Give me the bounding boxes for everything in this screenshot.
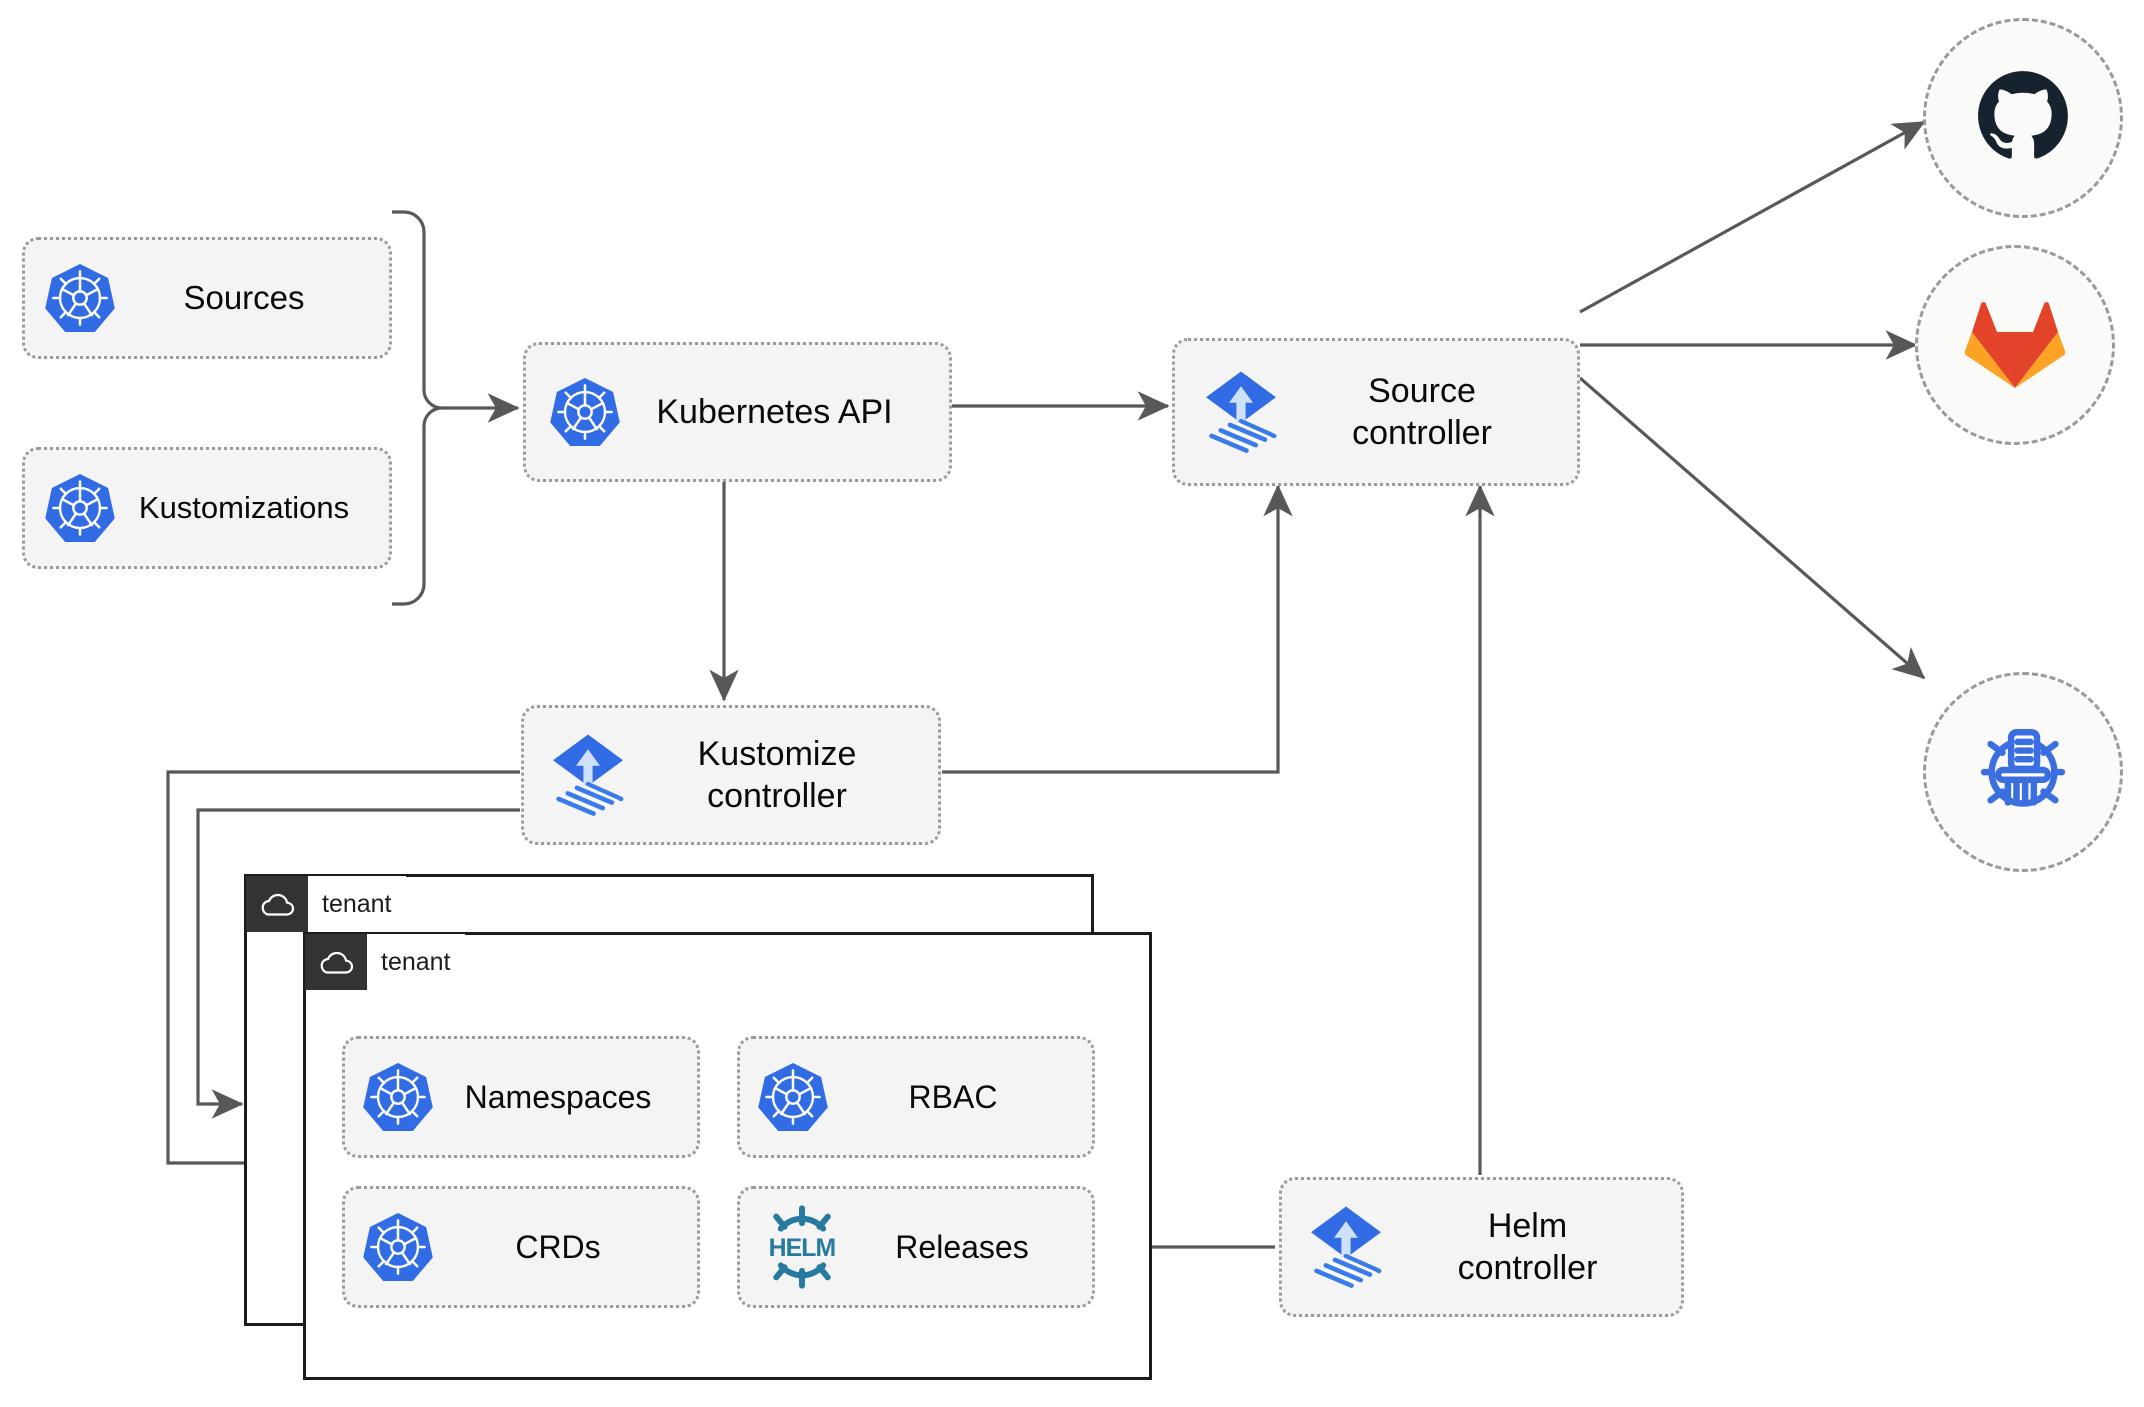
node-label-kustomize-controller: Kustomize controller [634,733,920,818]
kubernetes-icon [43,471,117,545]
kubernetes-icon [361,1210,435,1284]
tenant-item-label-namespaces: Namespaces [464,1079,652,1115]
flux-icon [1300,1201,1392,1293]
tenant-item-crds[interactable]: CRDs [342,1186,700,1308]
node-label-source-controller-line2: controller [1352,414,1492,452]
tenant-inner-label: tenant [381,947,451,976]
kubernetes-icon [756,1060,830,1134]
tenant-inner-tab: tenant [305,934,465,990]
svg-text:HELM: HELM [769,1235,836,1262]
node-label-source-controller-line1: Source [1368,371,1476,410]
edge-source-to-bucket [1578,376,1926,680]
tenant-item-rbac[interactable]: RBAC [737,1036,1095,1158]
edge-kustomize-to-tenant-outer [166,770,520,1178]
cloud-icon [246,876,308,932]
tenant-outer-tab: tenant [246,876,406,932]
tenant-item-releases[interactable]: HELM Releases [737,1186,1095,1308]
github-icon [1972,65,2074,172]
resource-box-kustomizations[interactable]: Kustomizations [22,447,392,569]
node-label-kubernetes-api: Kubernetes API [656,392,893,431]
edge-kustomize-to-source [942,484,1293,774]
gitlab-icon [1962,294,2068,397]
edge-source-to-github [1579,120,1926,314]
node-label-kustomize-controller-line1: Kustomize [697,734,857,773]
node-label-helm-controller-line2: controller [1457,1249,1598,1287]
resource-label-kustomizations: Kustomizations [138,489,350,525]
provider-gitlab[interactable] [1915,245,2115,445]
flux-icon [542,729,634,821]
tenant-item-namespaces[interactable]: Namespaces [342,1036,700,1158]
bucket-icon [1969,716,2077,829]
flux-icon [1195,366,1287,458]
edge-kustomize-to-tenant-inner [196,808,520,1119]
node-label-helm-controller-line1: Helm [1487,1206,1568,1245]
kubernetes-icon [548,375,622,449]
node-kubernetes-api[interactable]: Kubernetes API [523,342,952,482]
group-brace [392,210,443,606]
node-kustomize-controller[interactable]: Kustomize controller [521,705,941,845]
cloud-icon [305,934,367,990]
tenant-item-label-releases: Releases [895,1229,1029,1265]
tenant-item-label-crds: CRDs [515,1229,601,1265]
tenant-outer-label: tenant [322,889,392,918]
kubernetes-icon [361,1060,435,1134]
node-label-kustomize-controller-line2: controller [707,777,847,815]
resource-label-sources: Sources [183,279,305,317]
node-helm-controller[interactable]: Helm controller [1279,1177,1684,1317]
node-label-source-controller: Source controller [1287,370,1557,455]
provider-bucket[interactable] [1923,672,2123,872]
helm-icon: HELM [756,1201,848,1293]
kubernetes-icon [43,261,117,335]
tenant-item-label-rbac: RBAC [908,1079,998,1115]
node-source-controller[interactable]: Source controller [1172,338,1580,486]
resource-box-sources[interactable]: Sources [22,237,392,359]
node-label-helm-controller: Helm controller [1392,1205,1663,1290]
provider-github[interactable] [1923,18,2123,218]
